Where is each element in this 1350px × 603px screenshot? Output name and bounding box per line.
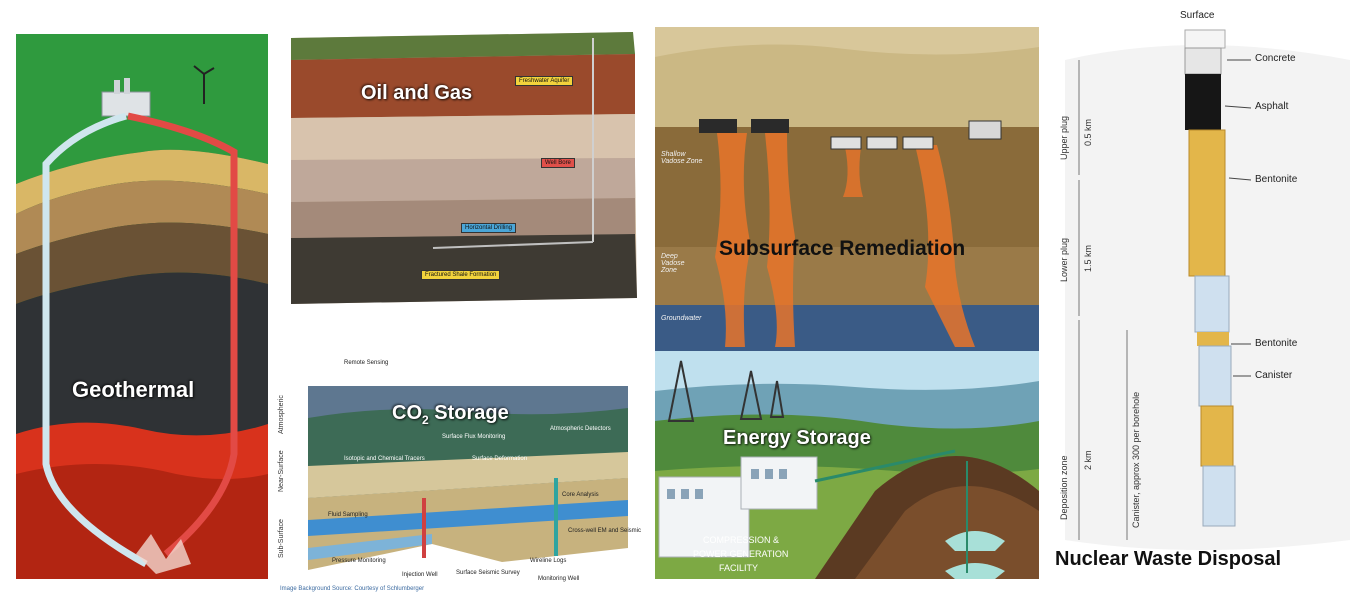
nw-surface: Surface: [1180, 10, 1215, 21]
power-plant-icon: [101, 78, 151, 117]
oil-gas-illustration: [283, 8, 649, 308]
zone-atmospheric: Atmospheric: [278, 395, 285, 434]
zone-near-surface: Near-Surface: [278, 450, 285, 492]
nuclear-waste-panel: Surface Concrete Asphalt Bentonite Bento…: [1045, 0, 1350, 603]
facility-line-1: COMPRESSION &: [703, 535, 780, 545]
nw-deposition-depth: 2 km: [1083, 450, 1093, 470]
deep-vadose-label: Deep Vadose Zone: [661, 253, 685, 274]
borehole-illustration: [1045, 0, 1350, 603]
geothermal-illustration: [16, 34, 268, 579]
co2-storage-panel: Remote Sensing Atmospheric Near-Surface …: [272, 348, 652, 598]
callout-core-analysis: Core Analysis: [562, 492, 599, 498]
zone-sub-surface: Sub-Surface: [278, 519, 285, 558]
remediation-title: Subsurface Remediation: [719, 237, 966, 260]
energy-storage-illustration: [655, 351, 1039, 579]
callout-atmospheric-detectors: Atmospheric Detectors: [550, 426, 611, 432]
callout-fluid-sampling: Fluid Sampling: [328, 512, 368, 518]
remote-sensing-label: Remote Sensing: [344, 360, 389, 366]
treatment-unit-icons: [699, 119, 1002, 150]
nw-lower-plug: Lower plug: [1059, 237, 1069, 282]
co2-title-prefix: CO: [392, 402, 422, 424]
callout-tracers: Isotopic and Chemical Tracers: [344, 456, 425, 462]
injection-well: [42, 112, 148, 568]
groundwater-label: Groundwater: [661, 315, 702, 322]
nw-canister: Canister: [1255, 370, 1293, 381]
factory-icon: [658, 456, 818, 558]
nw-upper-depth: 0.5 km: [1083, 118, 1093, 146]
callout-surface-seismic: Surface Seismic Survey: [456, 570, 520, 576]
shallow-vadose-label: Shallow Vadose Zone: [661, 151, 703, 165]
freshwater-aquifer-tag: Freshwater Aquifer: [515, 76, 574, 86]
facility-line-3: FACILITY: [719, 563, 759, 573]
co2-title-suffix: Storage: [428, 402, 509, 424]
geothermal-title: Geothermal: [72, 377, 195, 402]
facility-line-2: POWER GENERATION: [693, 549, 789, 559]
callout-surface-deformation: Surface Deformation: [472, 456, 528, 462]
callout-cross-well: Cross-well EM and Seismic: [568, 528, 642, 534]
nw-lower-depth: 1.5 km: [1083, 244, 1093, 272]
nw-concrete: Concrete: [1255, 53, 1296, 64]
well-bore-tag: Well Bore: [541, 158, 575, 168]
nw-asphalt: Asphalt: [1255, 101, 1289, 112]
wind-turbine-icon: [193, 65, 215, 104]
nw-upper-plug: Upper plug: [1059, 115, 1069, 160]
callout-surface-flux: Surface Flux Monitoring: [442, 434, 506, 440]
co2-illustration: [272, 348, 652, 598]
power-pylon-icon: [667, 360, 785, 422]
geothermal-panel: Geothermal: [16, 34, 268, 579]
nw-canister-note: Canister, approx 300 per borehole: [1131, 391, 1141, 528]
nuclear-title: Nuclear Waste Disposal: [1055, 548, 1282, 570]
co2-title-sub: 2: [422, 413, 429, 427]
remediation-panel: Shallow Vadose Zone Deep Vadose Zone Gro…: [655, 27, 1039, 351]
oil-gas-panel: Oil and Gas Freshwater Aquifer Well Bore…: [283, 8, 649, 308]
nw-deposition-zone: Deposition zone: [1059, 455, 1069, 520]
callout-wireline-logs: Wireline Logs: [530, 558, 567, 564]
energy-storage-title: Energy Storage: [723, 427, 871, 449]
production-well: [127, 112, 238, 557]
fractured-shale-tag: Fractured Shale Formation: [421, 270, 501, 280]
callout-pressure-monitoring: Pressure Monitoring: [332, 558, 386, 564]
co2-image-credit: Image Background Source: Courtesy of Sch…: [280, 586, 425, 592]
nw-bentonite-lower: Bentonite: [1255, 338, 1298, 349]
co2-title: CO2 Storage: [392, 402, 509, 427]
oil-gas-title: Oil and Gas: [361, 82, 473, 104]
remediation-illustration: [655, 27, 1039, 351]
callout-monitoring-well: Monitoring Well: [538, 576, 580, 582]
horizontal-drilling-tag: Horizontal Drilling: [461, 223, 517, 233]
nw-bentonite-upper: Bentonite: [1255, 174, 1298, 185]
callout-injection-well: Injection Well: [402, 572, 438, 578]
energy-storage-panel: Energy Storage COMPRESSION & POWER GENER…: [655, 351, 1039, 579]
